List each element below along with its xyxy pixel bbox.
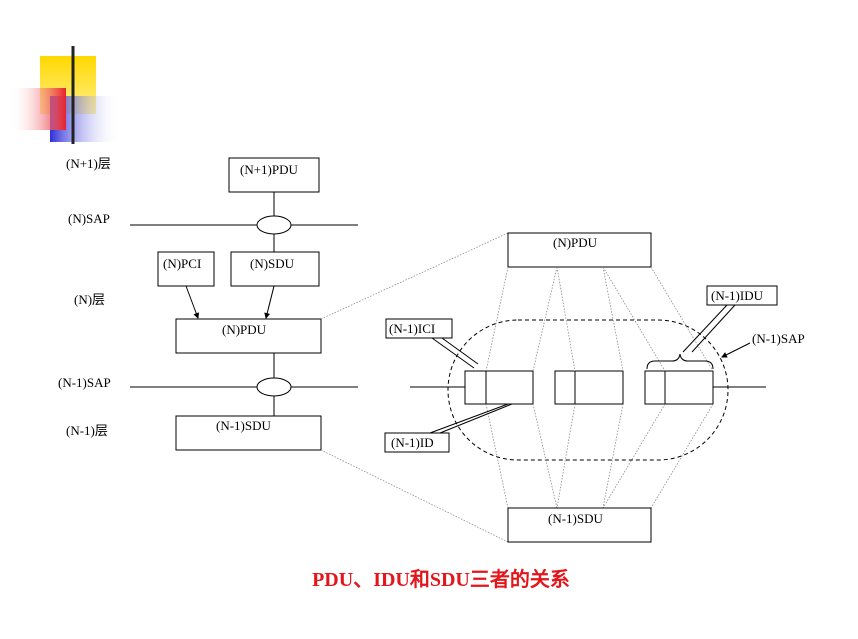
- n-sdu-box: [230, 251, 320, 287]
- n-minus-1-ici-callout-box: [385, 318, 453, 339]
- arrow-sdu-to-pdu: [264, 285, 275, 319]
- diagram-caption: PDU、IDU和SDU三者的关系: [312, 567, 570, 591]
- n-minus-1-ici-leader-b: [441, 337, 479, 365]
- sap-label-n: (N)SAP: [68, 211, 110, 226]
- n-minus-1-idu-callout-label: (N-1)IDU: [711, 288, 764, 303]
- n-minus-1-sdu-box: [175, 415, 322, 451]
- zoom-line-bottom: [320, 449, 509, 543]
- detail-n-pdu-label: (N)PDU: [553, 235, 598, 250]
- n-minus-1-id-callout-box: [384, 432, 450, 453]
- n-minus-1-idu-callout-box: [706, 285, 778, 306]
- n-minus-1-ici-callout-label: (N-1)ICI: [389, 321, 435, 336]
- fan-lines-lower: [485, 403, 714, 509]
- idu-box-3: [644, 370, 714, 405]
- layer-label-n-minus-1: (N-1)层: [66, 423, 108, 438]
- fan-lines-upper: [485, 266, 714, 372]
- n-pdu-box: [175, 318, 322, 354]
- n-minus-1-id-leader-a: [429, 403, 509, 434]
- n-minus-1-sdu-label: (N-1)SDU: [216, 418, 271, 433]
- n-pci-label: (N)PCI: [163, 256, 201, 271]
- idu-brace: [646, 353, 714, 370]
- zoom-line-top: [320, 232, 509, 320]
- left-stack: (N+1)PDU (N)PCI (N)SDU (N)PDU (N-1)SDU: [130, 157, 358, 451]
- n-sap-ellipse: [256, 215, 292, 235]
- idu-box-2: [554, 370, 624, 405]
- detail-n-pdu-box: [507, 232, 652, 268]
- n-pdu-label: (N)PDU: [222, 322, 267, 337]
- n-minus-1-idu-leader-b: [691, 304, 736, 353]
- detail-n-minus-1-sdu-label: (N-1)SDU: [548, 511, 603, 526]
- n-minus-1-ici-leader-a: [431, 337, 475, 369]
- detail-n-minus-1-sdu-box: [507, 507, 652, 543]
- n-minus-1-idu-leader-a: [682, 304, 728, 353]
- n-plus-1-pdu-box: [228, 157, 320, 193]
- layer-label-n-plus-1: (N+1)层: [66, 156, 111, 171]
- sap-label-n-minus-1: (N-1)SAP: [58, 375, 111, 390]
- n-minus-1-id-callout-label: (N-1)ID: [391, 435, 434, 450]
- n-minus-1-sap-callout-label: (N-1)SAP: [752, 331, 805, 346]
- n-minus-1-sap-ellipse: [256, 377, 292, 397]
- n-minus-1-sap-leader: [721, 342, 751, 358]
- idu-box-1: [464, 370, 534, 405]
- arrow-pci-to-pdu: [185, 285, 200, 319]
- layer-label-n: (N)层: [74, 292, 105, 307]
- n-minus-1-id-leader-b: [439, 403, 513, 434]
- n-sdu-label: (N)SDU: [250, 256, 295, 271]
- n-pci-box: [157, 251, 215, 287]
- n-plus-1-pdu-label: (N+1)PDU: [240, 162, 298, 177]
- right-detail: (N)PDU: [384, 232, 805, 543]
- corner-decoration: [10, 46, 800, 144]
- n-minus-1-sap-boundary: [447, 319, 729, 461]
